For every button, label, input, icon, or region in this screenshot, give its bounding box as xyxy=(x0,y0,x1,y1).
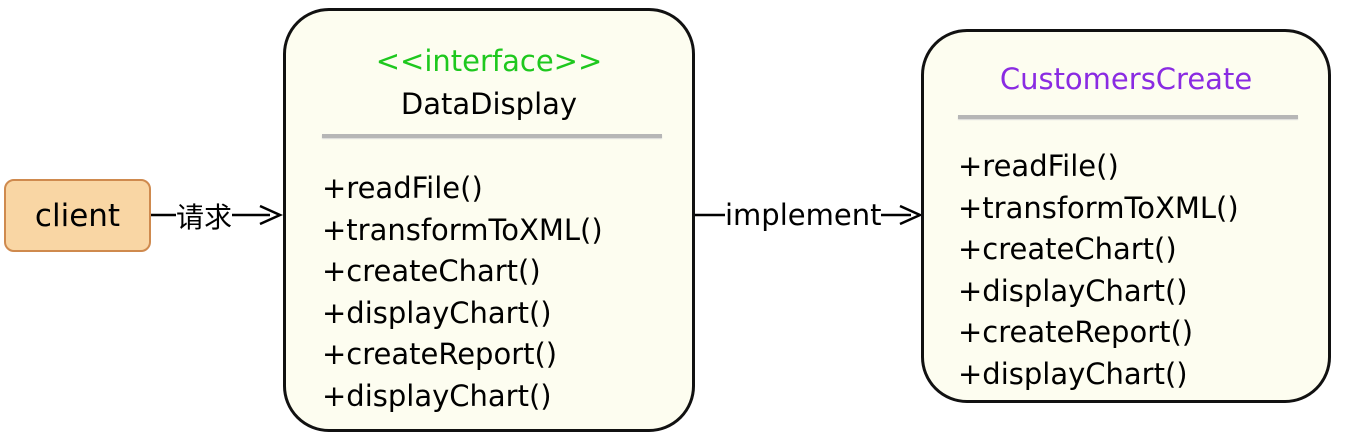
method-item: +displayChart() xyxy=(322,295,552,330)
implementation-divider xyxy=(958,115,1298,119)
interface-divider xyxy=(322,134,662,138)
method-item: +displayChart() xyxy=(958,273,1188,308)
request-edge-label: 请求 xyxy=(176,201,233,235)
request-arrowhead xyxy=(259,204,284,226)
method-item: +createChart() xyxy=(322,254,541,288)
interface-class-name: DataDisplay xyxy=(400,87,578,121)
interface-stereotype: <<interface>> xyxy=(375,44,603,78)
implementation-class-name: CustomersCreate xyxy=(999,62,1253,96)
method-item: +transformToXML() xyxy=(322,212,603,247)
interface-method-list: +readFile() +transformToXML() +createCha… xyxy=(322,168,603,417)
method-item: +createReport() xyxy=(322,337,558,371)
implement-edge-label: implement xyxy=(725,198,882,232)
method-item: +createChart() xyxy=(958,232,1177,266)
client-label: client xyxy=(34,197,121,234)
method-item: +readFile() xyxy=(958,149,1119,183)
implement-arrowhead xyxy=(899,204,924,226)
implementation-class-box: CustomersCreate +readFile() +transformTo… xyxy=(921,29,1331,403)
method-item: +readFile() xyxy=(322,171,483,205)
method-item: +displayChart() xyxy=(322,378,552,413)
client-node: client xyxy=(4,179,151,252)
method-item: +transformToXML() xyxy=(958,190,1239,225)
implementation-method-list: +readFile() +transformToXML() +createCha… xyxy=(958,146,1239,395)
method-item: +displayChart() xyxy=(958,356,1188,391)
method-item: +createReport() xyxy=(958,315,1194,349)
interface-class-box: <<interface>> DataDisplay +readFile() +t… xyxy=(283,8,695,432)
